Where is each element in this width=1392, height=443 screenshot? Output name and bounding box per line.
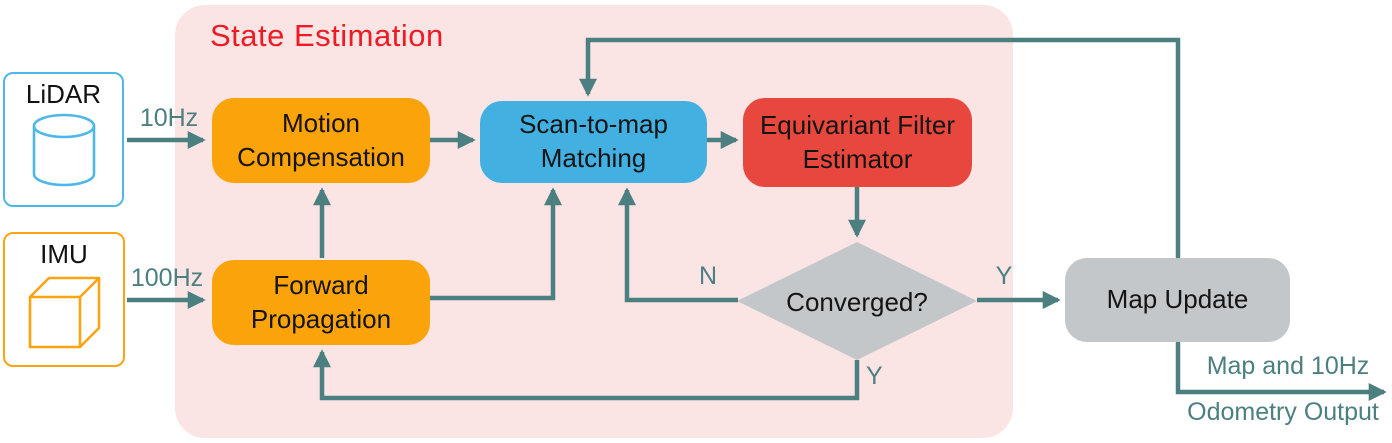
node-converged-label: Converged? [786,287,928,317]
edge-label-yes-right: Y [995,262,1013,290]
edge-label-10hz: 10Hz [139,104,199,132]
arrow-map-update-to-output [1175,342,1387,401]
arrow-converged-yes-to-forward-propagation [313,349,860,401]
state-estimation-title: State Estimation [210,18,444,53]
imu-source-box: IMU [3,232,125,367]
node-map-update: Map Update [1065,258,1290,342]
node-scan-to-map-matching: Scan-to-map Matching [480,101,707,183]
output-label-line2: Odometry Output [1187,398,1379,426]
lidar-source-box: LiDAR [3,72,124,207]
node-forward-propagation: Forward Propagation [212,260,430,345]
edge-label-no: N [698,262,718,290]
edge-label-100hz: 100Hz [130,264,204,292]
cube-icon [28,276,101,348]
node-eqf-estimator: Equivariant Filter Estimator [743,98,972,187]
imu-label: IMU [40,239,88,269]
arrow-forward-propagation-to-scan-matching [430,187,562,301]
output-label-line1: Map and 10Hz [1206,352,1370,380]
node-converged-diamond [737,242,977,360]
lidar-label: LiDAR [25,79,102,109]
cylinder-icon [32,113,95,186]
edge-label-yes-down: Y [866,362,883,390]
arrow-converged-no-to-scan-matching [618,187,738,303]
node-motion-compensation: Motion Compensation [212,98,430,183]
arrow-map-update-feedback-to-scan-matching [579,37,1181,258]
